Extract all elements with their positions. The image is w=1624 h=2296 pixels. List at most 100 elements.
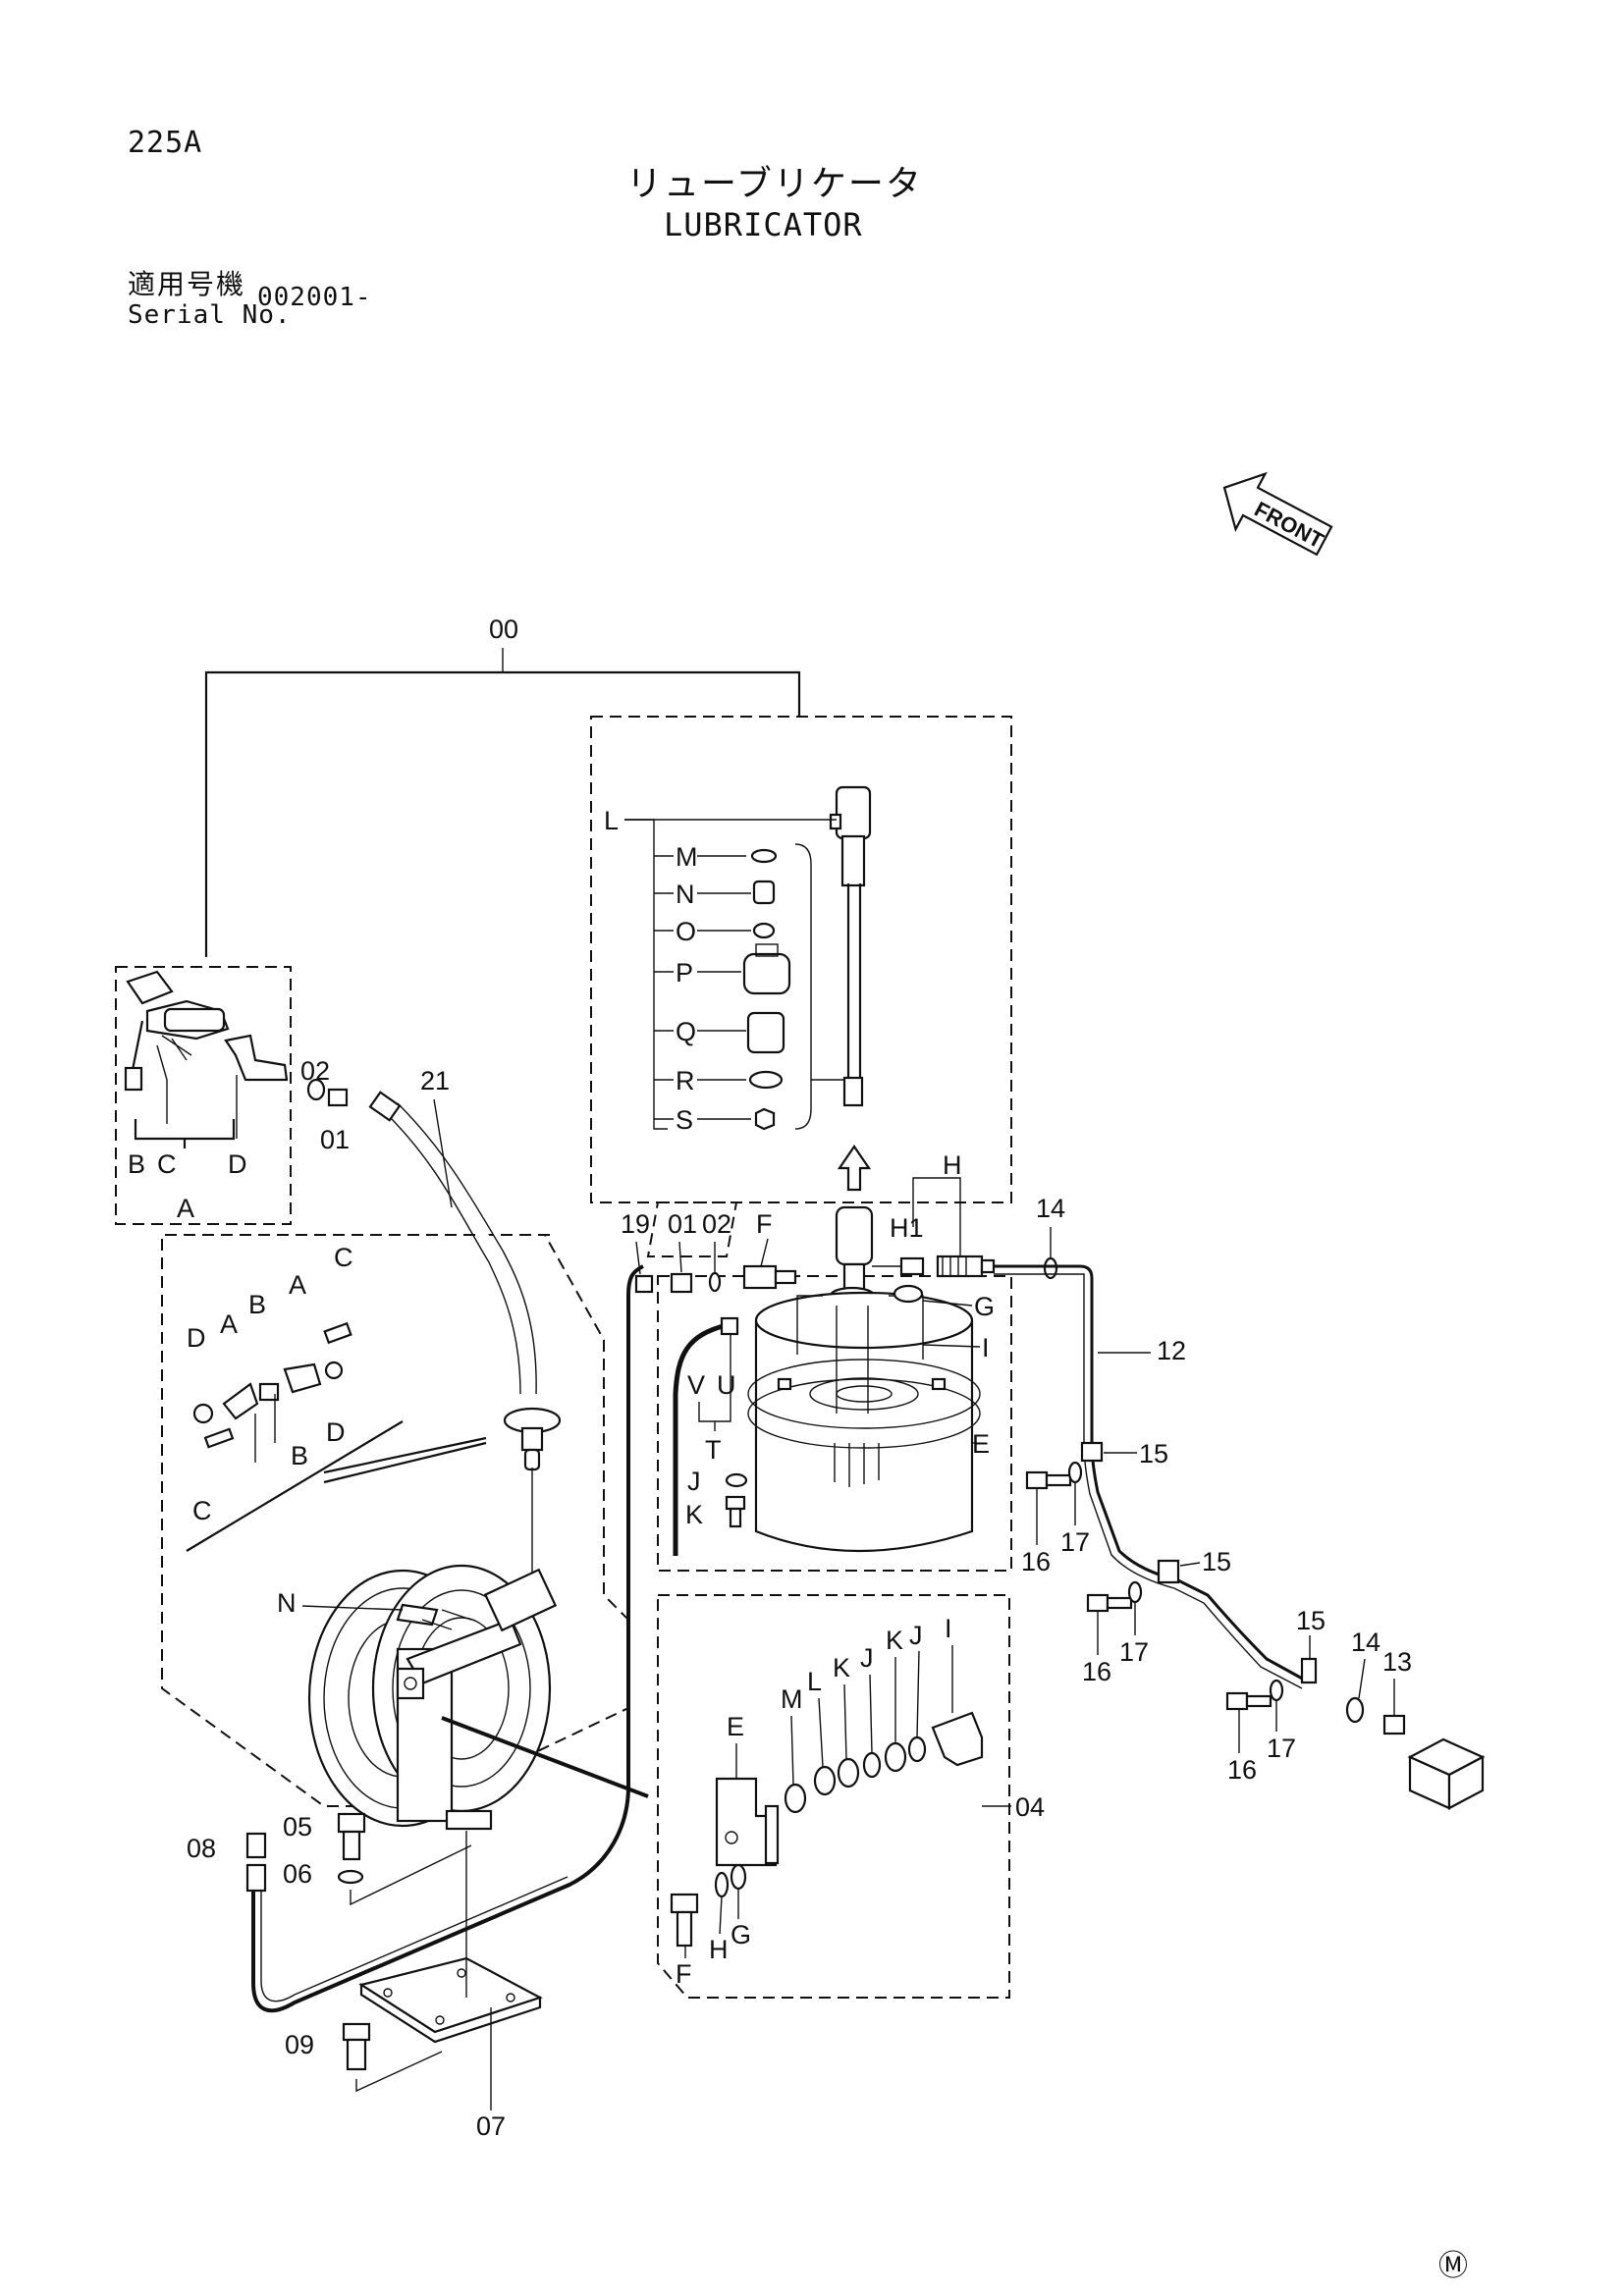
ring-J-2 <box>907 1735 927 1763</box>
callout-C-gun: C <box>157 1149 177 1179</box>
gun-bracket-A <box>134 1119 236 1141</box>
adapter-01-row <box>670 1272 693 1294</box>
callout-U: U <box>717 1370 736 1400</box>
callout-13: 13 <box>1382 1647 1412 1677</box>
washer-G <box>730 1863 747 1891</box>
pump-parts-box <box>590 716 1012 1203</box>
callout-N-pump: N <box>676 880 695 909</box>
callout-C-clamp-top: C <box>334 1243 353 1272</box>
part-M <box>750 848 778 864</box>
part-N <box>752 880 776 905</box>
pump-parts-box-lower <box>646 1201 738 1257</box>
callout-I-pump: I <box>982 1333 990 1362</box>
callout-15-a: 15 <box>1139 1439 1168 1468</box>
bolts-16-17 <box>1025 1461 1284 1711</box>
callout-R: R <box>676 1066 695 1095</box>
front-arrow-icon: FRONT <box>1222 471 1333 557</box>
callout-G-pump: G <box>974 1292 995 1321</box>
callout-O: O <box>676 917 696 946</box>
callout-K-pump: K <box>685 1500 703 1529</box>
swivel-clamp-group <box>192 1321 352 1463</box>
callout-J-bracket-2: J <box>909 1621 923 1650</box>
o-ring-02 <box>306 1078 326 1101</box>
callout-09: 09 <box>285 2030 314 2059</box>
callout-21: 21 <box>420 1066 450 1095</box>
callout-D-clamp: D <box>187 1323 206 1353</box>
callout-12: 12 <box>1157 1336 1186 1365</box>
callout-16-c: 16 <box>1227 1755 1257 1785</box>
callout-J-bracket: J <box>860 1643 874 1673</box>
leader-reel-to-04 <box>441 1716 649 1798</box>
washer-J <box>725 1472 748 1488</box>
callout-A-clamp-top: A <box>289 1270 306 1300</box>
pail-pump-box <box>657 1275 1012 1572</box>
callout-J-pump: J <box>687 1467 701 1496</box>
part-R <box>748 1070 784 1090</box>
callout-I-bracket: I <box>945 1614 952 1643</box>
callout-F-bracket: F <box>676 1959 692 1989</box>
clamp-14 <box>1345 1696 1365 1724</box>
callout-M-pump: M <box>676 842 698 872</box>
hose-reel <box>307 1564 558 1831</box>
callout-E-bracket: E <box>727 1712 744 1741</box>
callout-B-clamp-top: B <box>248 1290 266 1319</box>
part-S <box>754 1107 776 1131</box>
bolt-F <box>670 1893 699 1914</box>
callout-N: N <box>277 1588 297 1618</box>
washer-H <box>714 1871 730 1898</box>
callout-D-clamp-right: D <box>326 1417 346 1447</box>
callout-H-bracket: H <box>709 1935 729 1964</box>
footer-mark: Ⓜ <box>1438 2250 1468 2282</box>
callout-19: 19 <box>621 1209 650 1239</box>
bolt-05 <box>337 1812 366 1834</box>
bracket-15-c <box>1300 1657 1318 1684</box>
washer-06 <box>337 1869 364 1885</box>
callout-L: L <box>604 806 619 835</box>
callout-05: 05 <box>283 1812 312 1842</box>
callout-15-b: 15 <box>1202 1547 1231 1576</box>
fitting-H1 <box>899 1256 925 1276</box>
callout-K-bracket-2: K <box>886 1626 903 1655</box>
part-G <box>893 1284 924 1304</box>
bracket-parts-box <box>657 1594 1010 1999</box>
callout-T: T <box>705 1435 722 1465</box>
callout-M-bracket: M <box>781 1684 803 1714</box>
fitting-F <box>742 1264 778 1290</box>
o-ring-02-row <box>708 1271 722 1293</box>
serial-label-english: Serial No. <box>128 300 292 330</box>
callout-08: 08 <box>187 1834 216 1863</box>
callout-A-clamp: A <box>220 1309 238 1339</box>
pail-pump <box>747 1205 981 1553</box>
callout-F-pump: F <box>756 1209 773 1239</box>
pump-tube-L <box>829 785 872 1107</box>
callout-L-bracket: L <box>807 1667 822 1696</box>
L-leader <box>624 819 668 1130</box>
callout-K-bracket: K <box>833 1653 850 1682</box>
callout-H1: H1 <box>890 1213 924 1243</box>
bracket-E-assembly <box>715 1777 807 1867</box>
part-P <box>742 952 791 995</box>
callout-A-gun: A <box>177 1194 194 1223</box>
fitting-19 <box>634 1274 654 1294</box>
callout-16-b: 16 <box>1082 1657 1111 1686</box>
callout-D-gun: D <box>228 1149 247 1179</box>
callout-17-b: 17 <box>1119 1637 1149 1667</box>
part-Q <box>746 1011 785 1054</box>
callout-17-a: 17 <box>1060 1527 1090 1557</box>
callout-14: 14 <box>1351 1628 1380 1657</box>
callout-Q: Q <box>676 1017 696 1046</box>
gun-parts-box <box>115 966 292 1225</box>
callout-02-gun: 02 <box>300 1056 330 1086</box>
fitting-13 <box>1382 1714 1406 1735</box>
callout-P: P <box>676 958 693 988</box>
callout-V: V <box>687 1370 705 1400</box>
callout-04: 04 <box>1015 1792 1045 1822</box>
callout-17-c: 17 <box>1267 1734 1296 1763</box>
callout-01-row: 01 <box>668 1209 697 1239</box>
callout-E-pump: E <box>972 1429 990 1459</box>
fitting-H <box>936 1255 984 1278</box>
serial-label-japanese: 適用号機 <box>128 268 246 300</box>
serial-value: 002001- <box>257 283 372 312</box>
title-japanese: リューブリケータ <box>626 164 923 204</box>
